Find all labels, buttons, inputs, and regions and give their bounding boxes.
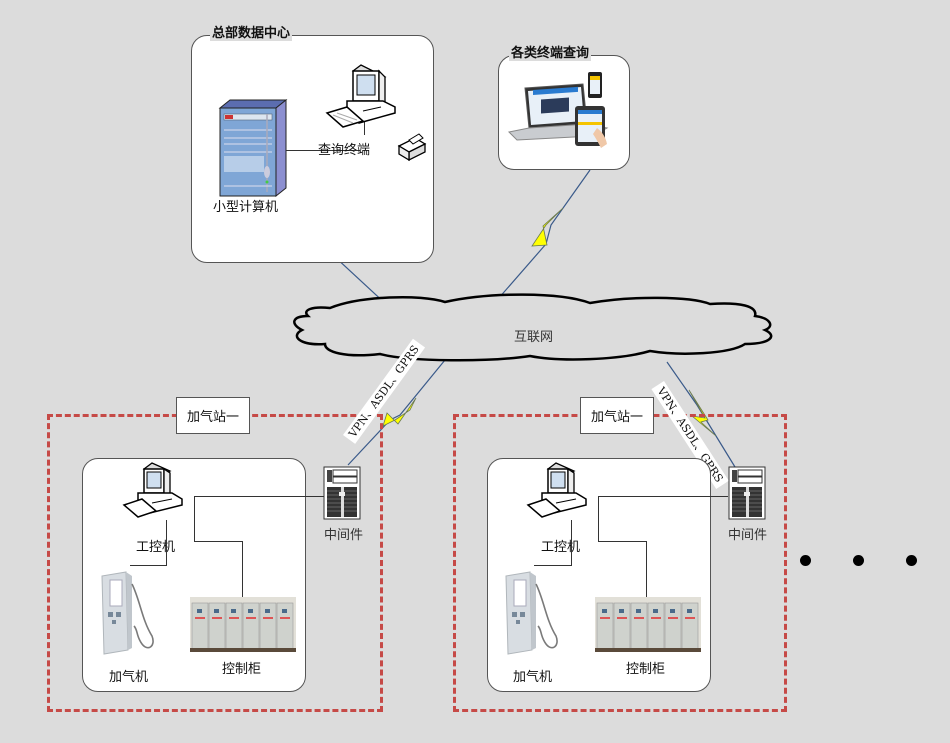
desktop-computer-icon — [325, 64, 396, 128]
middleware-server-icon — [728, 466, 766, 520]
link-terminals-internet — [497, 169, 591, 300]
gas-dispenser-icon — [505, 571, 558, 655]
link-internet-station-2 — [666, 361, 736, 468]
link-internet-station-1 — [347, 359, 446, 466]
industrial-pc-icon — [526, 462, 587, 518]
devices-icon — [507, 72, 609, 148]
ipc-cabinet-connector — [598, 496, 599, 541]
hq-data-center-panel — [191, 35, 434, 263]
lightning-icon — [688, 389, 717, 437]
ellipsis-dot — [906, 555, 917, 566]
station-1-dispenser-label: 加气机 — [109, 670, 149, 685]
gas-dispenser-icon — [101, 571, 154, 655]
ellipsis-dot — [853, 555, 864, 566]
server-label: 小型计算机 — [213, 200, 279, 215]
internet-label: 互联网 — [514, 330, 554, 345]
middleware-server-icon — [323, 466, 361, 520]
ipc-cabinet-connector — [598, 541, 646, 542]
hq-data-center-title: 总部数据中心 — [210, 26, 293, 41]
station-1-middleware-label: 中间件 — [324, 528, 364, 543]
ipc-dispenser-connector — [571, 520, 572, 565]
station-2-ipc-label: 工控机 — [541, 540, 581, 555]
station-1-ipc-label: 工控机 — [136, 540, 176, 555]
ipc-dispenser-connector — [166, 520, 167, 565]
server-icon — [218, 98, 288, 198]
server-terminal-connector — [286, 150, 360, 151]
station-2-tag: 加气站一 — [580, 397, 654, 434]
ipc-dispenser-connector — [130, 565, 167, 566]
station-2-dispenser-label: 加气机 — [513, 670, 553, 685]
ipc-middleware-connector — [194, 496, 324, 497]
ipc-cabinet-connector — [194, 496, 195, 541]
terminals-panel-title: 各类终端查询 — [509, 46, 592, 61]
ipc-middleware-connector — [598, 496, 728, 497]
ipc-cabinet-connector — [646, 541, 647, 598]
station-2-cabinet-label: 控制柜 — [626, 662, 666, 677]
terminal-drop-connector — [364, 115, 365, 135]
station-2-middleware-label: 中间件 — [728, 528, 768, 543]
lightning-icon — [531, 207, 564, 247]
station-1-cabinet-label: 控制柜 — [222, 662, 262, 677]
ipc-dispenser-connector — [534, 565, 572, 566]
ipc-cabinet-connector — [242, 541, 243, 598]
query-terminal-label: 查询终端 — [318, 143, 371, 158]
printer-icon — [397, 133, 427, 162]
lightning-icon — [382, 397, 417, 427]
control-cabinet-icon — [190, 597, 296, 652]
station-1-tag: 加气站一 — [176, 397, 250, 434]
ellipsis-dot — [800, 555, 811, 566]
ipc-cabinet-connector — [194, 541, 242, 542]
control-cabinet-icon — [595, 597, 701, 652]
industrial-pc-icon — [122, 462, 183, 518]
